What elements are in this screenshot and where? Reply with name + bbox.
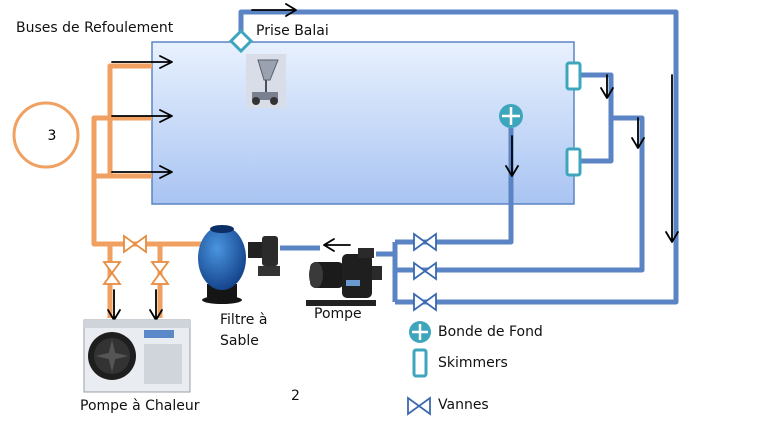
legend-skimmer-icon [412, 348, 428, 378]
circle-number-label: 3 [48, 128, 57, 144]
filtre-label-line2: Sable [220, 333, 259, 349]
pompe-chaleur-label: Pompe à Chaleur [80, 398, 200, 414]
prise-balai-label: Prise Balai [256, 23, 329, 39]
blue-pipes [238, 9, 679, 305]
sand-filter-image [198, 225, 280, 304]
legend-vanne-icon [407, 396, 431, 416]
buses-label: Buses de Refoulement [16, 20, 174, 36]
skimmer-icons [565, 61, 582, 177]
legend-vannes-label: Vannes [438, 397, 489, 413]
heat-pump-image [83, 319, 191, 393]
filtre-label-line1: Filtre à [220, 312, 268, 328]
pompe-label: Pompe [314, 306, 362, 322]
number-2-label: 2 [291, 388, 300, 404]
legend-bonde-label: Bonde de Fond [438, 324, 543, 340]
legend-bonde-icon [409, 321, 431, 343]
legend-skimmers-label: Skimmers [438, 355, 508, 371]
bonde-de-fond-icon [499, 104, 523, 128]
orange-circle-marker [12, 101, 80, 169]
blue-valves [413, 232, 437, 312]
orange-valves [102, 234, 170, 285]
pump-image [306, 248, 382, 306]
pool-robot-image [246, 54, 286, 108]
prise-balai-diamond [228, 28, 254, 54]
